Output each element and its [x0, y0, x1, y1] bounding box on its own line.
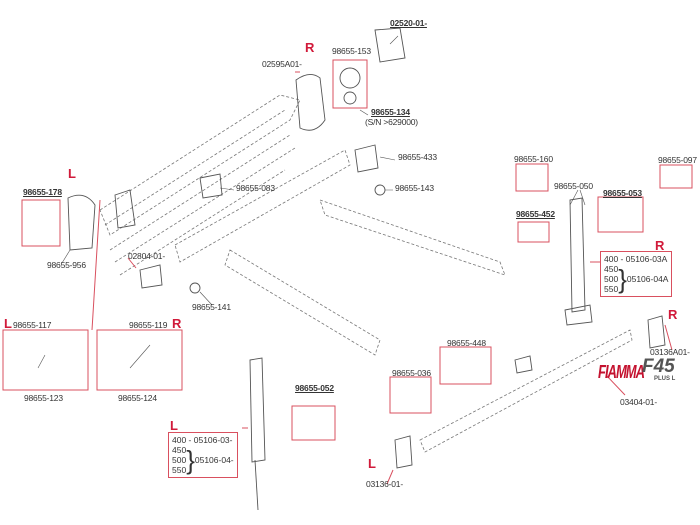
part-label-98655-036: 98655-036 — [392, 368, 431, 378]
roller-tube — [174, 149, 351, 263]
part-label-98655-178: 98655-178 — [23, 187, 62, 197]
part-label-98655-153: 98655-153 — [332, 46, 371, 56]
part-label-98655-097: 98655-097 — [658, 155, 697, 165]
end-cap-right — [295, 74, 326, 131]
part-label-98655-117: 98655-117 — [13, 320, 52, 330]
part-label-98655-053: 98655-053 — [603, 188, 642, 198]
leg-code: 05106-04- — [194, 455, 234, 465]
leg-length-row: 500 — [604, 274, 619, 284]
side-marker-right: R — [655, 238, 665, 253]
part-label-98655-134: 98655-134 — [371, 107, 410, 117]
front-rail — [419, 329, 633, 453]
part-label-98655-141: 98655-141 — [192, 302, 231, 312]
leg-code: 05106-04A — [626, 274, 669, 284]
part-label-98655-083: 98655-083 — [236, 183, 275, 193]
callout-boxes — [2, 59, 693, 485]
left-leg — [249, 357, 266, 463]
part-label-98655-124: 98655-124 — [118, 393, 157, 403]
right-leg — [569, 197, 586, 313]
side-marker-left: L — [4, 316, 12, 331]
part-label-98655-052: 98655-052 — [295, 383, 334, 393]
part-label-98655-143: 98655-143 — [395, 183, 434, 193]
fiamma-f45-logo: FIAMMA F45 PLUS L — [598, 356, 678, 396]
part-label-98655-050: 98655-050 — [554, 181, 593, 191]
part-label-03404-01: 03404-01- — [620, 397, 657, 407]
parts-outlines — [67, 27, 666, 511]
side-marker-left: L — [68, 166, 76, 181]
part-label-02520-01: 02520-01- — [390, 18, 427, 28]
leader-lines — [37, 35, 586, 369]
serial-note: (S/N >629000) — [365, 117, 418, 127]
right-arm-upper — [319, 199, 506, 276]
cover-cap — [374, 27, 406, 63]
side-marker-left: L — [170, 418, 178, 433]
awning-case — [99, 94, 633, 453]
side-marker-left: L — [368, 456, 376, 471]
leg-length-row: 550 — [604, 284, 619, 294]
part-label-98655-160: 98655-160 — [514, 154, 553, 164]
part-label-98655-123: 98655-123 — [24, 393, 63, 403]
side-marker-right: R — [172, 316, 182, 331]
leg-length-row: 400 - 05106-03- — [172, 435, 233, 445]
brand-logo-text: FIAMMA — [598, 361, 645, 382]
leg-length-row: 500 — [172, 455, 187, 465]
model-logo-text: F45 — [642, 356, 675, 377]
side-marker-right: R — [668, 307, 678, 322]
part-label-03136-01: 03136-01- — [366, 479, 403, 489]
leg-length-row: 450 — [604, 264, 619, 274]
leg-length-row: 450 — [172, 445, 187, 455]
part-label-98655-956: 98655-956 — [47, 260, 86, 270]
part-label-02804-01: 02804-01- — [128, 251, 165, 261]
part-label-98655-119: 98655-119 — [129, 320, 168, 330]
leg-length-row: 550 — [172, 465, 187, 475]
part-label-02595a01: 02595A01- — [262, 59, 302, 69]
left-arm-upper — [224, 249, 381, 356]
side-marker-right: R — [305, 40, 315, 55]
part-label-98655-448: 98655-448 — [447, 338, 486, 348]
part-label-03136a01: 03136A01- — [650, 347, 690, 357]
part-label-98655-452: 98655-452 — [516, 209, 555, 219]
part-label-98655-433: 98655-433 — [398, 152, 437, 162]
end-cap-left — [67, 194, 96, 251]
leg-length-row: 400 - 05106-03A — [604, 254, 668, 264]
variant-logo-text: PLUS L — [654, 376, 676, 382]
